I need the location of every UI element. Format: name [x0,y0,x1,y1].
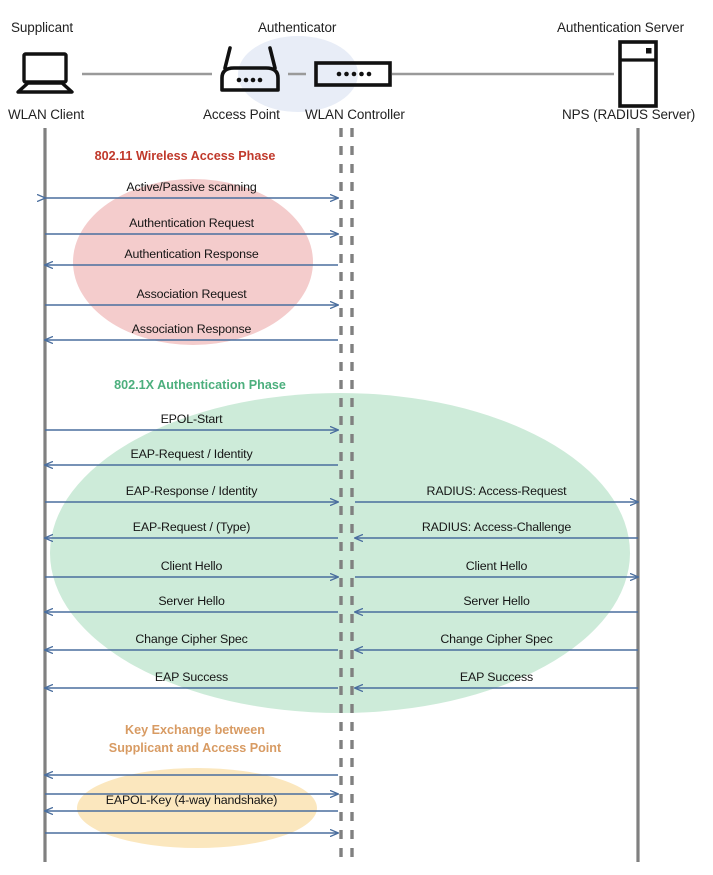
device-label-nps-radius-server: NPS (RADIUS Server) [562,107,696,122]
msg-active-passive-scanning-label: Active/Passive scanning [126,180,257,194]
msg-eapol-key-3-label: EAPOL-Key (4-way handshake) [105,793,278,807]
msg-client-hello-left-label: Client Hello [160,559,223,573]
msg-authentication-response-label: Authentication Response [124,247,259,261]
msg-client-hello-right-label: Client Hello [465,559,528,573]
server-tower-icon [617,40,659,108]
wireless-router-icon [212,44,288,96]
device-label-wlan-client: WLAN Client [8,107,85,122]
msg-eap-request-type-label: EAP-Request / (Type) [132,520,251,534]
phase-key-exchange-ellipse [77,768,317,848]
msg-change-cipher-spec-right-label: Change Cipher Spec [440,632,553,646]
msg-server-hello-left-label: Server Hello [158,594,225,608]
msg-radius-access-challenge-label: RADIUS: Access-Challenge [421,520,572,534]
msg-change-cipher-spec-left-label: Change Cipher Spec [135,632,248,646]
msg-association-response-label: Association Response [131,322,252,336]
msg-radius-access-request-label: RADIUS: Access-Request [426,484,567,498]
msg-eap-success-left-label: EAP Success [154,670,229,684]
phase-802-11-wireless-access-ellipse [73,179,313,345]
role-label-supplicant: Supplicant [11,20,74,35]
phase-802-1x-authentication-label: 802.1X Authentication Phase [114,378,286,392]
msg-eap-request-identity-label: EAP-Request / Identity [130,447,253,461]
msg-server-hello-right-label: Server Hello [463,594,530,608]
role-label-authentication-server: Authentication Server [557,20,684,35]
phase-802-1x-authentication-ellipse [50,393,630,713]
device-label-wlan-controller: WLAN Controller [305,107,405,122]
phase-802-11-wireless-access-label: 802.11 Wireless Access Phase [94,149,276,163]
role-label-authenticator: Authenticator [258,20,337,35]
msg-eap-success-right-label: EAP Success [459,670,534,684]
device-label-access-point: Access Point [203,107,280,122]
msg-eap-response-identity-label: EAP-Response / Identity [125,484,258,498]
network-switch-icon [314,60,392,88]
msg-association-request-label: Association Request [136,287,247,301]
msg-eapol-start-label: EPOL-Start [160,412,223,426]
msg-authentication-request-label: Authentication Request [129,216,254,230]
laptop-icon [14,52,76,96]
